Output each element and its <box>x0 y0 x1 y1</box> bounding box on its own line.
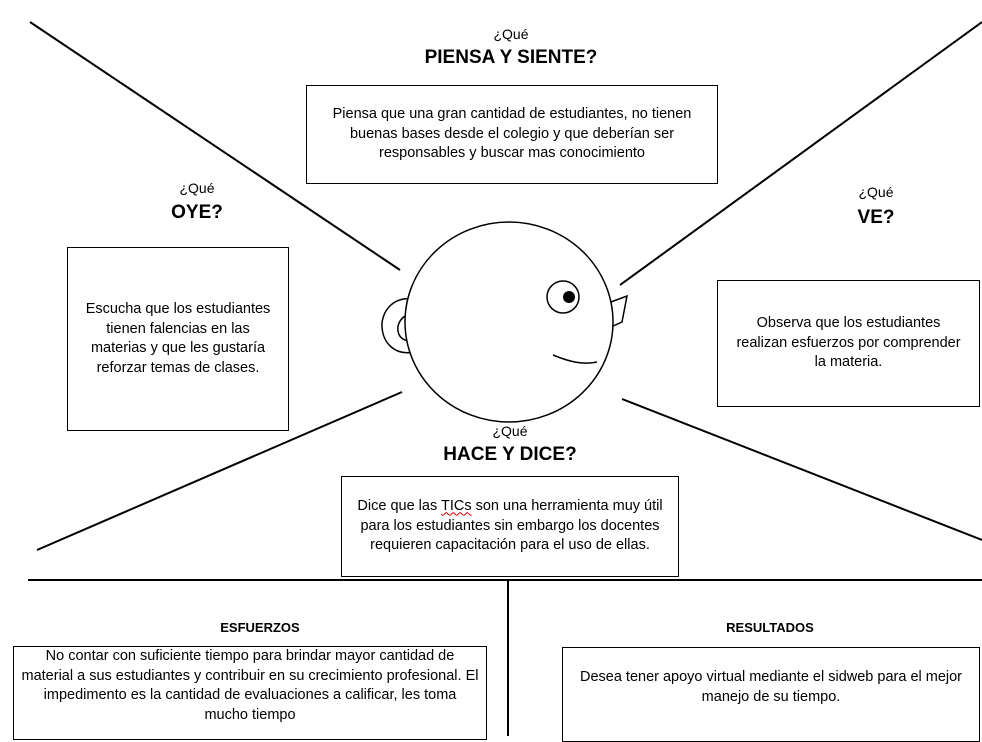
oye-heading: OYE? <box>171 202 223 223</box>
piensa-box: Piensa que una gran cantidad de estudian… <box>306 85 718 184</box>
esfuerzos-heading: ESFUERZOS <box>220 620 300 635</box>
piensa-heading: PIENSA Y SIENTE? <box>424 47 598 68</box>
esfuerzos-box: No contar con suficiente tiempo para bri… <box>13 646 487 740</box>
resultados-box: Desea tener apoyo virtual mediante el si… <box>562 647 980 742</box>
resultados-heading: RESULTADOS <box>726 620 814 635</box>
diagonal-bottom-left <box>36 391 403 551</box>
ve-heading: VE? <box>857 207 895 228</box>
hace-text-after: son una herramienta muy útil para los es… <box>360 498 663 554</box>
hace-text-tics: TICs <box>440 498 472 515</box>
hace-heading: HACE Y DICE? <box>443 444 577 465</box>
mouth <box>552 354 598 364</box>
hace-text-before: Dice que las <box>357 498 441 515</box>
head-illustration <box>381 221 628 423</box>
pupil <box>563 291 575 303</box>
diagonal-bottom-right <box>621 398 982 541</box>
piensa-question: ¿Qué <box>493 26 529 42</box>
oye-question: ¿Qué <box>179 180 215 196</box>
diagonal-top-left <box>29 21 401 271</box>
diagonal-top-right <box>619 21 982 286</box>
ve-box: Observa que los estudiantes realizan esf… <box>717 280 980 407</box>
oye-box: Escucha que los estudiantes tienen falen… <box>67 247 289 431</box>
hace-text: Dice que las TICs son una herramienta mu… <box>350 497 670 556</box>
hace-question: ¿Qué <box>492 423 528 439</box>
face <box>404 221 614 423</box>
ve-question: ¿Qué <box>858 184 894 200</box>
hace-box: Dice que las TICs son una herramienta mu… <box>341 476 679 577</box>
